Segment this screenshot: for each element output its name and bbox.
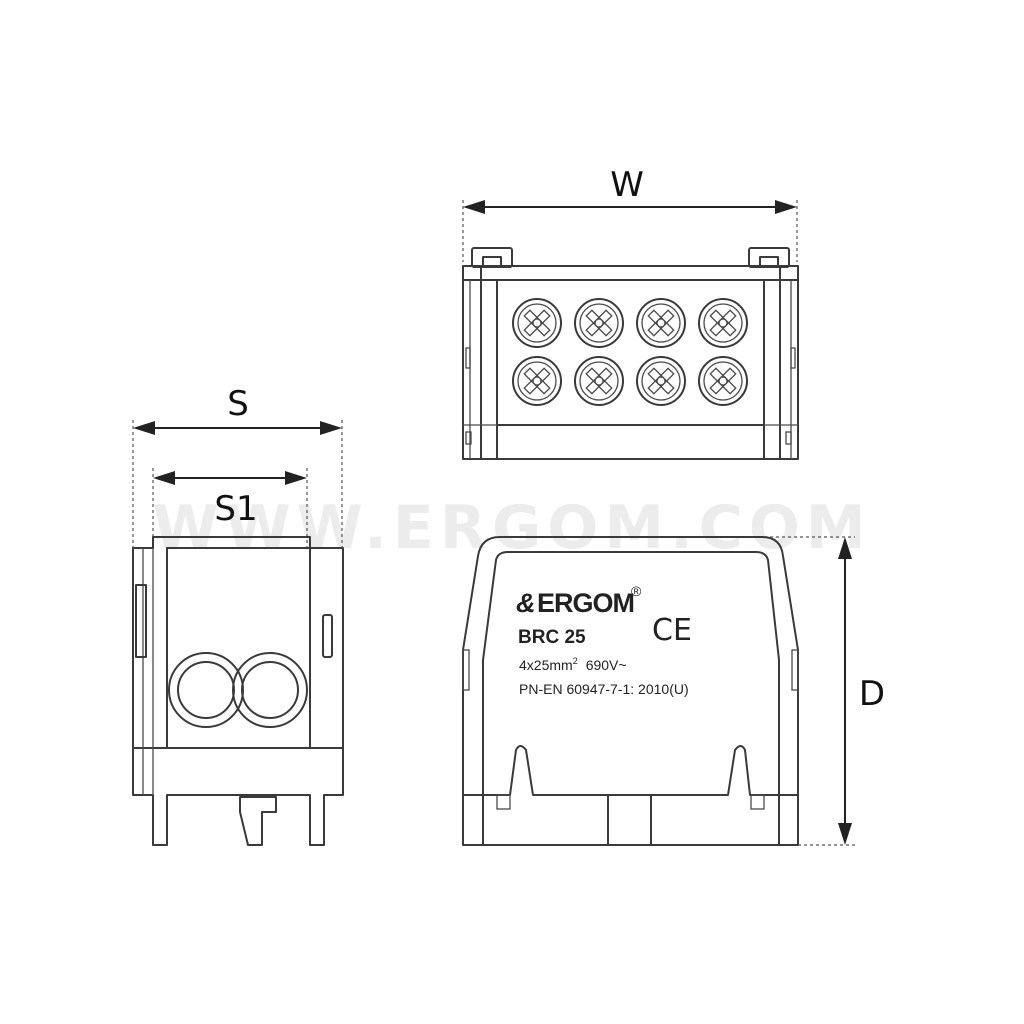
terminal-screw-icon bbox=[698, 356, 748, 406]
terminal-screw-icon bbox=[574, 298, 624, 348]
standard-reference: PN-EN 60947-7-1: 2010(U) bbox=[519, 681, 689, 697]
rating-cross-section: 4x25mm bbox=[519, 657, 573, 673]
front-view-body bbox=[462, 536, 799, 846]
dimension-label-s1: S1 bbox=[214, 489, 257, 529]
terminal-screw-icon bbox=[636, 298, 686, 348]
brand-trademark: ® bbox=[631, 583, 642, 599]
terminal-screw-grid bbox=[512, 298, 748, 406]
dimension-s1: S1 bbox=[153, 471, 307, 529]
dimension-label-s: S bbox=[227, 384, 249, 424]
top-view: W bbox=[462, 165, 799, 460]
model-name: BRC 25 bbox=[518, 627, 586, 648]
rating-voltage: 690V~ bbox=[586, 657, 627, 673]
ce-mark: CE bbox=[652, 613, 692, 648]
svg-text:&: & bbox=[516, 588, 535, 618]
terminal-screw-icon bbox=[636, 356, 686, 406]
rating-superscript: 2 bbox=[573, 656, 578, 666]
terminal-screw-icon bbox=[698, 298, 748, 348]
front-view: D & ERGOM ® CE BRC 25 4x25mm2 690V~ bbox=[462, 536, 885, 846]
dimension-label-d: D bbox=[859, 674, 885, 714]
terminal-screw-icon bbox=[512, 298, 562, 348]
dimension-label-w: W bbox=[610, 165, 644, 205]
brand-name: ERGOM bbox=[537, 588, 634, 618]
dimension-d: D bbox=[838, 537, 885, 845]
terminal-screw-icon bbox=[512, 356, 562, 406]
dimension-w: W bbox=[463, 165, 797, 214]
side-view: S S1 bbox=[132, 384, 344, 846]
product-label: & ERGOM ® CE BRC 25 4x25mm2 690V~ PN-EN 6… bbox=[516, 583, 692, 697]
dimension-s: S bbox=[133, 384, 342, 435]
side-view-body bbox=[132, 536, 344, 846]
terminal-screw-icon bbox=[574, 356, 624, 406]
top-view-body bbox=[462, 265, 799, 460]
ergom-logo-icon: & bbox=[516, 588, 536, 618]
